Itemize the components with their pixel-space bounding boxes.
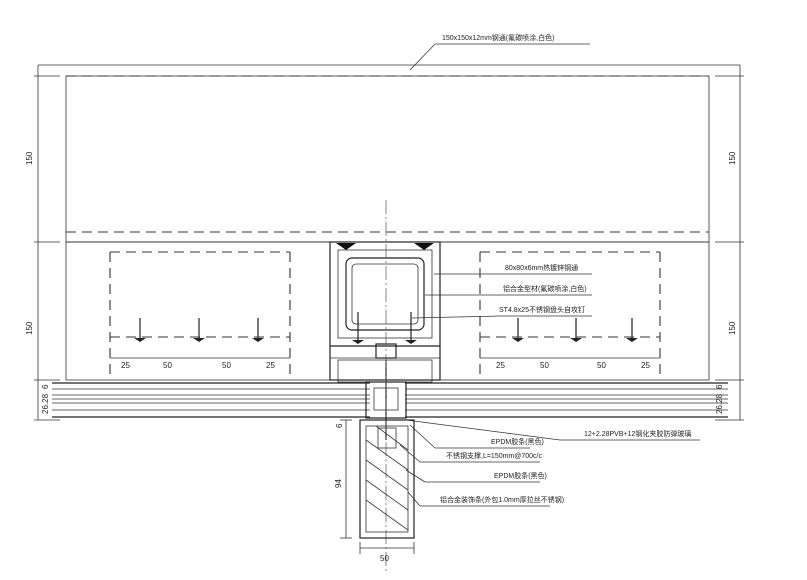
dim-left-glass: 26.28 — [41, 393, 50, 414]
dim-mullion-depth: 94 — [334, 479, 343, 488]
top-steel-tube — [65, 75, 710, 243]
mullion-screws — [352, 312, 417, 344]
mullion-cover — [359, 419, 415, 539]
mullion-dims — [340, 419, 415, 554]
spacing-left-1: 25 — [121, 361, 130, 370]
callout-leaders — [399, 273, 700, 507]
spacing-left-4: 25 — [266, 361, 275, 370]
label-glass: 12+2.28PVB+12钢化夹胶防弹玻璃 — [584, 429, 691, 438]
dim-mullion-width: 50 — [380, 554, 389, 563]
label-alu-profile: 铝合金型材(氟碳喷涂,白色) — [503, 284, 587, 293]
lower-panels — [65, 241, 710, 381]
label-bolt: 不锈钢支撑,L=150mm@700c/c — [446, 451, 542, 460]
spacing-left-3: 50 — [222, 361, 231, 370]
spacing-right-4: 25 — [641, 361, 650, 370]
label-epdm-2: EPDM胶条(黑色) — [494, 471, 547, 480]
label-epdm-1: EPDM胶条(黑色) — [491, 437, 544, 446]
screw-row-right — [480, 318, 660, 342]
steel-tube-top-label: 150x150x12mm钢通(氟碳喷涂,白色) — [442, 33, 554, 42]
glass-panel-left — [52, 382, 370, 418]
dim-right-glass: 26.28 — [715, 393, 724, 414]
outer-dimensions — [34, 64, 744, 421]
spacing-right-3: 50 — [597, 361, 606, 370]
label-screw: ST4.8x25不锈钢盘头自攻钉 — [499, 305, 585, 314]
label-steel-tube-mid: 80x80x6mm热镀锌钢通 — [505, 263, 578, 272]
spacing-right-1: 25 — [496, 361, 505, 370]
dim-left-150-bottom: 150 — [25, 321, 34, 335]
mullion-steel-tube — [329, 241, 441, 383]
label-cover: 铝合金装饰条(外包1.0mm厚拉丝不锈钢) — [440, 495, 564, 504]
spacing-dims-right: 25 50 50 25 — [480, 357, 660, 370]
top-label-leader: 150x150x12mm钢通(氟碳喷涂,白色) — [409, 33, 590, 71]
dim-right-150-bottom: 150 — [728, 321, 737, 335]
dim-right-150-top: 150 — [728, 151, 737, 165]
spacing-left-2: 50 — [163, 361, 172, 370]
spacing-right-2: 50 — [540, 361, 549, 370]
dim-right-gap: 6 — [715, 384, 724, 389]
glass-panel-right — [405, 382, 728, 418]
spacing-dims-left: 25 50 50 25 — [110, 357, 290, 370]
dim-left-gap: 6 — [41, 384, 50, 389]
screw-row-left — [110, 318, 290, 342]
dim-mullion-small: 6 — [335, 423, 344, 428]
dim-left-150-top: 150 — [25, 151, 34, 165]
